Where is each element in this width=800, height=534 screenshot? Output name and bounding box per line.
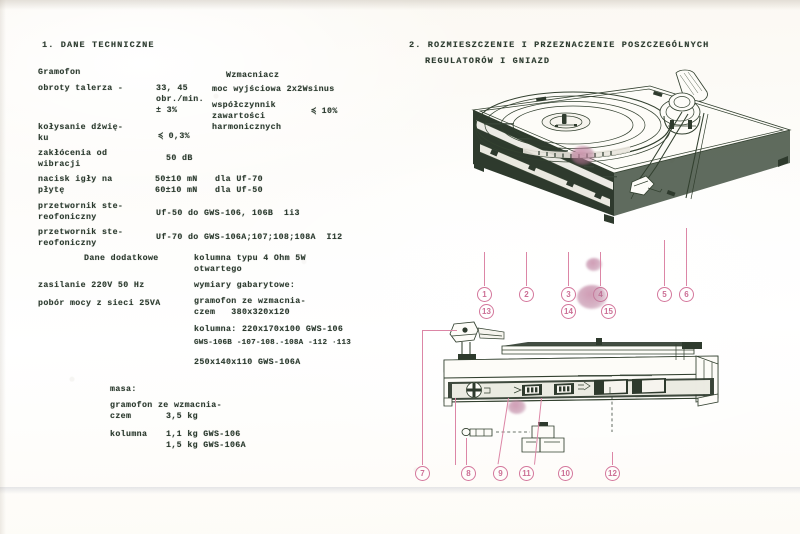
row-rpm-tolerance: ± 3% (156, 106, 178, 115)
row-speaker-type: kolumna typu 4 Ohm 5W (194, 254, 306, 263)
leader-line-6 (686, 228, 687, 286)
callout-12[interactable]: 12 (605, 466, 620, 481)
mass-heading: masa: (110, 385, 137, 394)
leader-line-2 (526, 252, 527, 286)
row-stylus-value2: 60±10 mN (155, 186, 198, 195)
callout-5[interactable]: 5 (657, 287, 672, 302)
mass-turntable-label2: czem (110, 412, 132, 421)
row-thd-value: ≼ 10% (311, 107, 338, 116)
gramofon-subheading: Gramofon (38, 68, 81, 77)
leader-line-3 (568, 252, 569, 286)
mass-turntable-value: 3,5 kg (166, 412, 198, 421)
row-thd-label3: harmonicznych (212, 123, 282, 132)
row-rumble-label: zakłócenia od (38, 149, 108, 158)
callout-14[interactable]: 14 (561, 304, 576, 319)
leader-line-7-h (422, 330, 457, 331)
row-dim-turntable: gramofon ze wzmacnia- (194, 297, 306, 306)
callout-3[interactable]: 3 (561, 287, 576, 302)
row-wow-label: kołysanie dźwię- (38, 123, 124, 132)
row-stylus-note: dla Uf-70 (215, 175, 263, 184)
callout-8[interactable]: 8 (461, 466, 476, 481)
section2-heading-line1: 2. ROZMIESZCZENIE I PRZEZNACZENIE POSZCZ… (409, 40, 710, 50)
row-cart1-label: przetwornik ste- (38, 202, 124, 211)
section2-heading-line2: REGULATORÓW I GNIAZD (425, 56, 551, 66)
row-speaker-type2: otwartego (194, 265, 242, 274)
row-wow-label2: ku (38, 134, 49, 143)
callout-2[interactable]: 2 (519, 287, 534, 302)
row-cart1-value: Uf-50 do GWS-106, 106B 1i3 (156, 209, 300, 218)
row-power-label: zasilanie 220V 50 Hz (38, 281, 145, 290)
callout-10[interactable]: 10 (558, 466, 573, 481)
row-dim-column-a: 250x140x110 GWS-106A (194, 358, 301, 367)
row-rpm-value: 33, 45 (156, 84, 188, 93)
row-rpm-unit: obr./min. (156, 95, 204, 104)
turntable-rear-diagram (418, 316, 790, 466)
leader-line-12 (612, 452, 613, 465)
callout-4[interactable]: 4 (593, 287, 608, 302)
callout-9[interactable]: 9 (493, 466, 508, 481)
callout-7[interactable]: 7 (415, 466, 430, 481)
leader-line-8 (455, 398, 456, 465)
row-rumble-label2: wibracji (38, 160, 81, 169)
row-stylus-note2: dla Uf-50 (215, 186, 263, 195)
mass-turntable-label: gramofon ze wzmacnia- (110, 401, 222, 410)
turntable-perspective-diagram (418, 68, 792, 273)
row-cart1-label2: reofoniczny (38, 213, 97, 222)
mass-column-label: kolumna (110, 430, 148, 439)
mass-column-value: 1,1 kg GWS-106 (166, 430, 241, 439)
row-rpm-label: obroty talerza - (38, 84, 124, 93)
row-stylus-label: nacisk igły na (38, 175, 113, 184)
mass-column-value2: 1,5 kg GWS-106A (166, 441, 246, 450)
row-dim-column-models: GWS-106B -107-108.-108A -112 ·113 (194, 339, 351, 347)
row-thd-label: współczynnik (212, 101, 276, 110)
section1-heading: 1. DANE TECHNICZNE (42, 40, 155, 50)
callout-1[interactable]: 1 (477, 287, 492, 302)
row-consumption-label: pobór mocy z sieci 25VA (38, 299, 161, 308)
leader-line-5 (664, 240, 665, 286)
row-thd-label2: zawartości (212, 112, 266, 121)
row-extra-label: Dane dodatkowe (84, 254, 159, 263)
leader-line-7-v (422, 330, 423, 465)
callout-6[interactable]: 6 (679, 287, 694, 302)
row-rumble-value: 50 dB (166, 154, 193, 163)
row-stylus-label2: płytę (38, 186, 65, 195)
row-cart2-label: przetwornik ste- (38, 228, 124, 237)
row-dim-column: kolumna: 220x170x100 GWS-106 (194, 325, 344, 334)
row-stylus-value: 50±10 mN (155, 175, 198, 184)
row-wow-value: ≼ 0,3% (158, 132, 190, 141)
leader-line-10 (466, 438, 467, 465)
leader-line-1 (484, 252, 485, 286)
row-dimensions-heading: wymiary gabarytowe: (194, 281, 296, 290)
row-cart2-value: Uf-70 do GWS-106A;107;108;108A I12 (156, 233, 343, 242)
callout-11[interactable]: 11 (519, 466, 534, 481)
callout-13[interactable]: 13 (479, 304, 494, 319)
leader-line-4 (600, 252, 601, 286)
row-dim-turntable2: czem 380x320x120 (194, 308, 290, 317)
wzmacniacz-subheading: Wzmacniacz (226, 71, 280, 80)
callout-15[interactable]: 15 (601, 304, 616, 319)
row-output-power: moc wyjściowa 2x2Wsinus (212, 85, 335, 94)
row-cart2-label2: reofoniczny (38, 239, 97, 248)
